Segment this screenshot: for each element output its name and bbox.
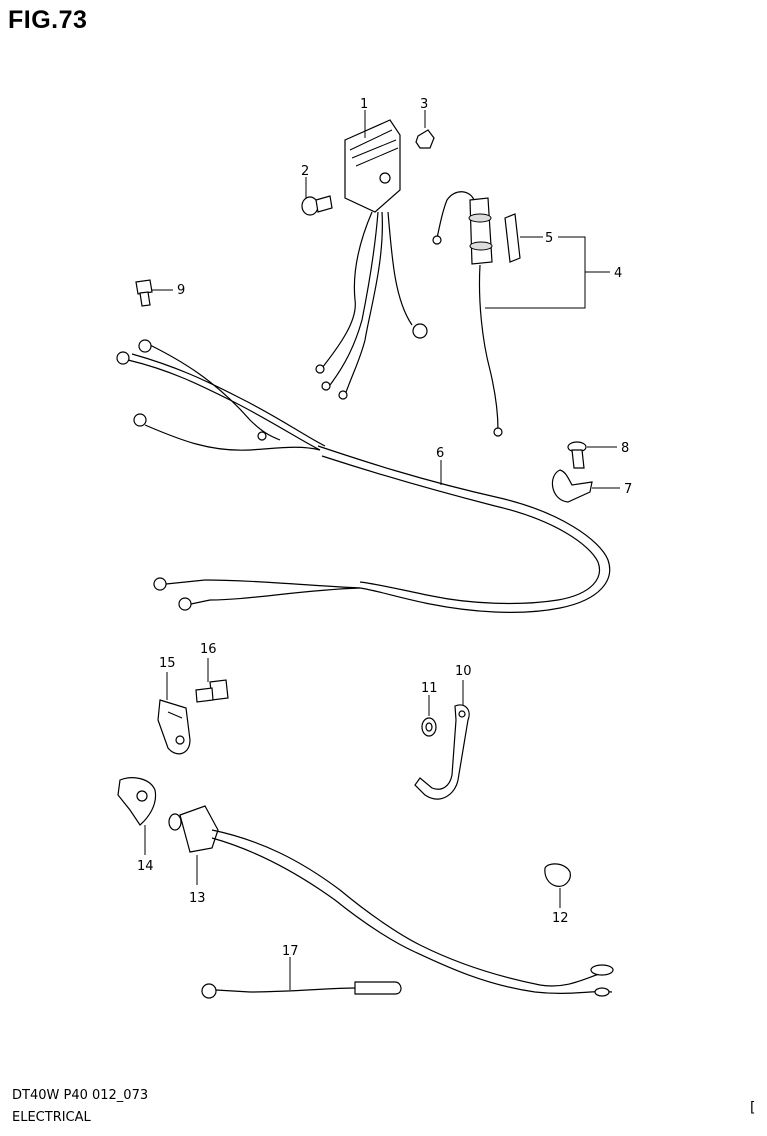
part-9-bolt[interactable] xyxy=(135,279,153,307)
part-16-bolt[interactable] xyxy=(195,679,229,703)
callout-5: 5 xyxy=(545,231,553,246)
part-3-nut[interactable] xyxy=(415,129,435,149)
part-13-switch[interactable] xyxy=(168,805,614,997)
part-7-clamp[interactable] xyxy=(551,469,593,503)
part-2-screw[interactable] xyxy=(301,195,333,216)
callout-13: 13 xyxy=(189,891,206,906)
section-name: ELECTRICAL xyxy=(12,1110,91,1125)
leader-lines xyxy=(144,110,620,990)
part-14-bracket[interactable] xyxy=(117,777,157,826)
part-12-cap[interactable] xyxy=(544,863,571,887)
callout-14: 14 xyxy=(137,859,154,874)
corner-mark: [ xyxy=(750,1100,756,1116)
callout-3: 3 xyxy=(420,97,428,112)
callout-16: 16 xyxy=(200,642,217,657)
callout-8: 8 xyxy=(621,441,629,456)
callout-12: 12 xyxy=(552,911,569,926)
part-8-screw[interactable] xyxy=(567,441,587,469)
part-10-bracket[interactable] xyxy=(414,704,470,800)
part-4-fuse-holder[interactable] xyxy=(432,191,503,437)
part-17-lead-wire[interactable] xyxy=(201,981,402,999)
callout-1: 1 xyxy=(360,97,368,112)
callout-2: 2 xyxy=(301,164,309,179)
callout-15: 15 xyxy=(159,656,176,671)
model-code: DT40W P40 012_073 xyxy=(12,1088,149,1103)
figure-title: FIG.73 xyxy=(8,6,88,34)
callout-7: 7 xyxy=(624,482,632,497)
part-11-nut[interactable] xyxy=(421,717,437,737)
part-6-wire-harness[interactable] xyxy=(116,339,611,613)
callout-6: 6 xyxy=(436,446,444,461)
callout-11: 11 xyxy=(421,681,438,696)
part-15-bracket[interactable] xyxy=(157,699,191,755)
callout-10: 10 xyxy=(455,664,472,679)
callout-9: 9 xyxy=(177,283,185,298)
callout-labels: 1 2 3 4 5 6 7 8 9 10 11 12 13 14 15 16 1… xyxy=(137,97,632,959)
part-5-fuse[interactable] xyxy=(504,213,521,263)
part-1-rectifier[interactable] xyxy=(315,119,428,400)
callout-17: 17 xyxy=(282,944,299,959)
callout-4: 4 xyxy=(614,266,622,281)
